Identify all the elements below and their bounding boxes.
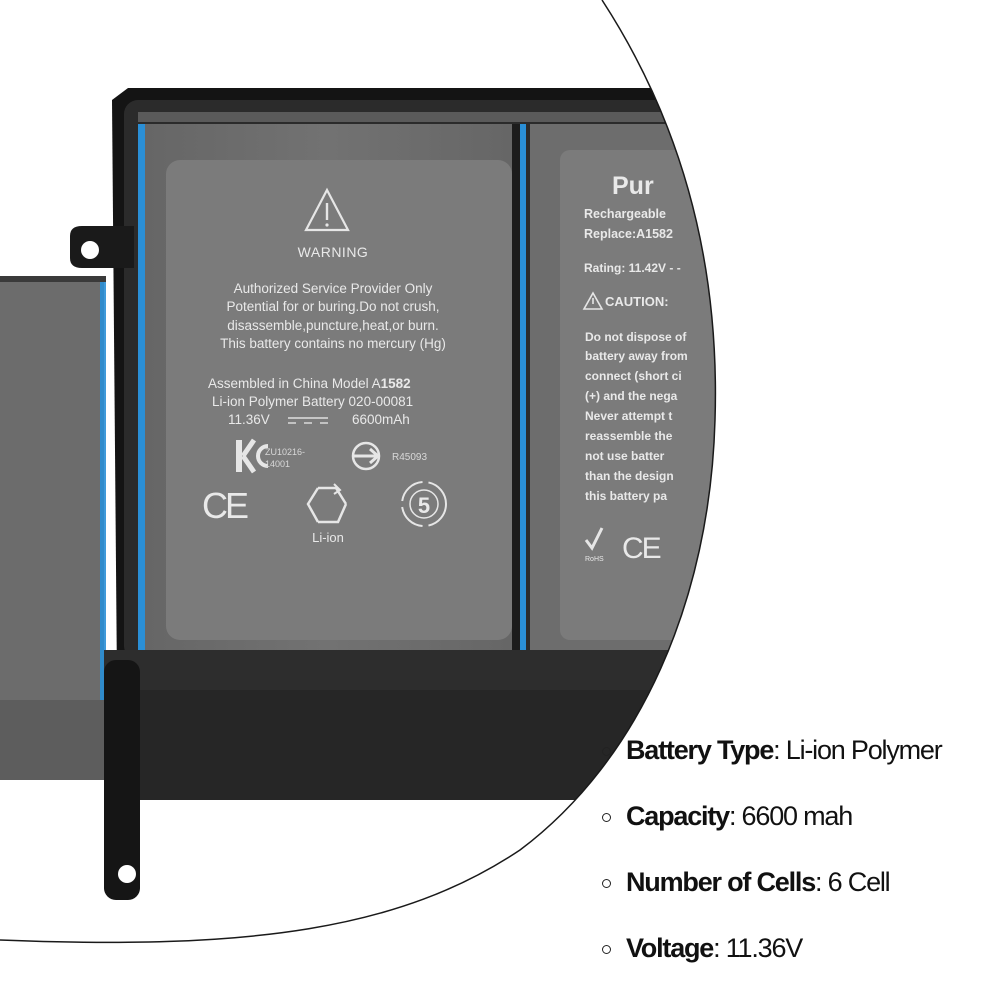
capacity-text: 6600mAh: [352, 412, 410, 427]
rating-text: Rating: 11.42V - -: [584, 261, 681, 275]
right-line-1: Rechargeable: [584, 207, 666, 221]
epa-symbol-icon: [401, 481, 447, 527]
mounting-tab-top: [70, 226, 134, 268]
ce-mark: CE: [202, 485, 248, 526]
certification-mark-icon: [351, 441, 381, 471]
caution-line-6: reassemble the: [585, 429, 673, 443]
dc-symbol: [288, 417, 328, 424]
right-line-2: Replace:A1582: [584, 227, 673, 241]
bullet-icon: [602, 747, 611, 756]
caution-title: CAUTION:: [605, 294, 669, 309]
rohs-check-icon: [584, 527, 604, 551]
caution-line-2: battery away from: [585, 349, 688, 363]
warning-title: WARNING: [298, 244, 369, 260]
spec-voltage: Voltage: 11.36V: [600, 926, 990, 970]
cert-code: R45093: [392, 452, 427, 463]
zoom-circle-outline: [0, 0, 717, 944]
right-ce-mark: CE: [622, 532, 661, 565]
caution-line-3: connect (short ci: [585, 369, 682, 383]
kc-code-1: ZU10216-: [265, 447, 305, 457]
warning-icon: [304, 187, 350, 232]
caution-icon: [582, 291, 604, 310]
caution-line-7: not use batter: [585, 449, 665, 463]
mounting-strap: [104, 660, 140, 900]
caution-line-8: than the design: [585, 469, 674, 483]
caution-line-4: (+) and the nega: [585, 389, 678, 403]
recycle-label: Li-ion: [312, 530, 344, 545]
warning-line-3: disassemble,puncture,heat,or burn.: [227, 318, 439, 333]
spec-list: Battery Type: Li-ion Polymer Capacity: 6…: [600, 728, 990, 992]
warning-line-1: Authorized Service Provider Only: [234, 281, 433, 296]
bullet-icon: [602, 813, 611, 822]
voltage-text: 11.36V: [228, 412, 270, 427]
left-cell: [0, 278, 104, 778]
epa-number: 5: [418, 493, 430, 518]
bullet-icon: [602, 879, 611, 888]
spec-number-of-cells: Number of Cells: 6 Cell: [600, 860, 990, 904]
blue-tape-right: [520, 124, 526, 660]
recycle-icon: [306, 483, 348, 524]
rohs-text: RoHS: [585, 556, 604, 563]
caution-line-9: this battery pa: [585, 489, 667, 503]
mounting-hole-top: [81, 241, 99, 259]
caution-line-5: Never attempt t: [585, 409, 672, 423]
kc-code-2: 14001: [265, 459, 290, 469]
spec-battery-type: Battery Type: Li-ion Polymer: [600, 728, 990, 772]
right-label: [560, 150, 716, 640]
battery-line: Li-ion Polymer Battery 020-00081: [212, 394, 413, 409]
warning-line-4: This battery contains no mercury (Hg): [220, 336, 446, 351]
mounting-hole-bottom: [118, 865, 136, 883]
assembled-line: Assembled in China Model A1582: [208, 376, 411, 391]
brand-text: Pur: [612, 172, 654, 200]
center-label: [166, 160, 512, 640]
blue-tape-left: [138, 124, 145, 660]
caution-line-1: Do not dispose of: [585, 330, 687, 344]
bullet-icon: [602, 945, 611, 954]
warning-line-2: Potential for or buring.Do not crush,: [226, 299, 439, 314]
spec-capacity: Capacity: 6600 mah: [600, 794, 990, 838]
kc-mark-icon: [236, 438, 269, 474]
